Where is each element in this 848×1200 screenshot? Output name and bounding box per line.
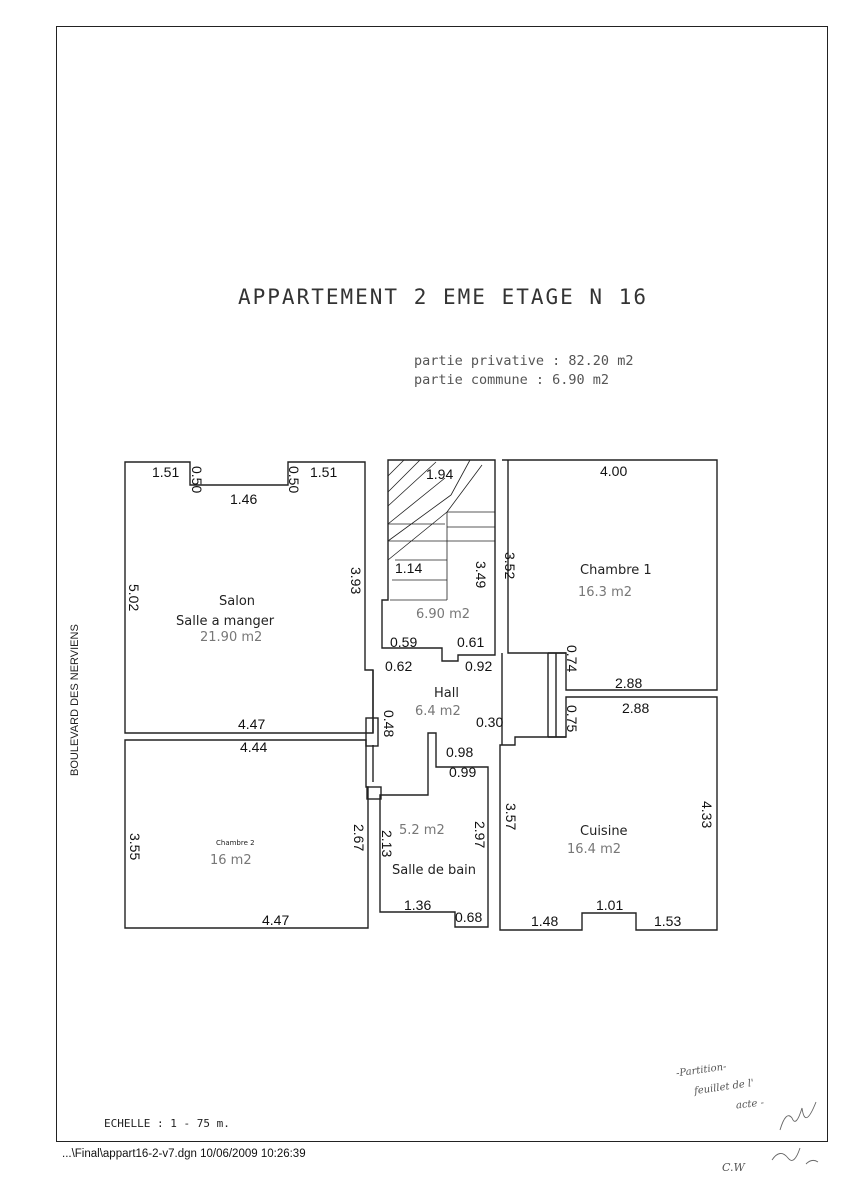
dim-cuisine-right: 4.33 xyxy=(699,801,715,828)
scale-text: ECHELLE : 1 - 75 m. xyxy=(104,1117,230,1130)
dim-stair-mid: 1.14 xyxy=(395,560,422,576)
salon-walls xyxy=(124,461,374,734)
label-cuisine: Cuisine xyxy=(580,824,628,839)
dim-cuisine-bottom-2: 1.01 xyxy=(596,897,623,913)
dim-salon-top-left: 1.51 xyxy=(152,464,179,480)
handwritten-signature xyxy=(771,1101,819,1165)
dim-salon-right: 3.93 xyxy=(348,567,364,594)
stair-treads xyxy=(387,459,495,601)
hall-walls xyxy=(372,652,566,782)
cuisine-walls xyxy=(499,696,718,931)
dim-cuisine-top: 2.88 xyxy=(622,700,649,716)
label-chambre1: Chambre 1 xyxy=(580,563,652,578)
dim-cuisine-bottom-3: 1.53 xyxy=(654,913,681,929)
dim-stair-right: 3.49 xyxy=(473,561,489,588)
chambre2-walls xyxy=(124,739,369,929)
dim-ch2-left: 3.55 xyxy=(127,833,143,860)
dim-cuisine-bottom-1: 1.48 xyxy=(531,913,558,929)
dim-sdb-bottom-right: 0.68 xyxy=(455,909,482,925)
label-salle-de-bain: Salle de bain xyxy=(392,863,476,878)
area-salon: 21.90 m2 xyxy=(200,630,262,645)
dim-sdb-bottom: 1.36 xyxy=(404,897,431,913)
private-area-text: partie privative : 82.20 m2 xyxy=(414,353,634,369)
label-chambre2: Chambre 2 xyxy=(216,839,255,847)
dim-stair-bottom-left: 0.59 xyxy=(390,634,417,650)
street-name: BOULEVARD DES NERVIENS xyxy=(69,624,81,776)
dim-sdb-left: 2.13 xyxy=(379,830,395,857)
common-area-text: partie commune : 6.90 m2 xyxy=(414,372,610,388)
dim-cuisine-left: 3.57 xyxy=(503,803,519,830)
dim-hall-030: 0.30 xyxy=(476,714,503,730)
area-stair: 6.90 m2 xyxy=(416,607,470,622)
dim-stair-bottom-right: 0.61 xyxy=(457,634,484,650)
sdb-walls xyxy=(379,732,489,928)
dim-salon-bottom: 4.47 xyxy=(238,716,265,732)
file-footer: ...\Final\appart16-2-v7.dgn 10/06/2009 1… xyxy=(62,1148,306,1160)
dim-hall-098: 0.98 xyxy=(446,744,473,760)
dim-ch2-right: 2.67 xyxy=(351,824,367,851)
dim-ch1-bottom: 2.88 xyxy=(615,675,642,691)
stair-walls xyxy=(381,459,496,662)
hall-pier xyxy=(365,717,379,747)
dim-salon-niche-left: 0.50 xyxy=(189,466,205,493)
area-hall: 6.4 m2 xyxy=(415,704,461,719)
dim-ch2-top: 4.44 xyxy=(240,739,267,755)
drawing-frame xyxy=(56,26,828,1142)
chambre1-walls xyxy=(502,459,718,691)
dim-sdb-top: 0.99 xyxy=(449,764,476,780)
label-salon: Salon xyxy=(219,594,255,609)
dim-hall-right: 0.92 xyxy=(465,658,492,674)
dim-salon-left: 5.02 xyxy=(126,584,142,611)
dim-sdb-right: 2.97 xyxy=(472,821,488,848)
dim-hall-left: 0.62 xyxy=(385,658,412,674)
dim-ch1-top: 4.00 xyxy=(600,463,627,479)
dim-salon-top-right: 1.51 xyxy=(310,464,337,480)
dim-cuisine-step: 0.75 xyxy=(564,705,580,732)
dim-salon-niche-width: 1.46 xyxy=(230,491,257,507)
dim-ch1-step: 0.74 xyxy=(564,645,580,672)
label-salle-a-manger: Salle a manger xyxy=(176,614,275,629)
area-cuisine: 16.4 m2 xyxy=(567,842,621,857)
area-chambre2: 16 m2 xyxy=(210,853,252,868)
sdb-pier xyxy=(366,786,382,800)
area-sdb: 5.2 m2 xyxy=(399,823,445,838)
handwritten-initials: C.W xyxy=(722,1161,745,1174)
dim-ch2-bottom: 4.47 xyxy=(262,912,289,928)
dim-salon-niche-right: 0.50 xyxy=(286,466,302,493)
dim-hall-pier: 0.48 xyxy=(381,710,397,737)
label-hall: Hall xyxy=(434,686,459,701)
area-chambre1: 16.3 m2 xyxy=(578,585,632,600)
dim-ch1-left: 3.52 xyxy=(502,552,518,579)
dim-stair-top: 1.94 xyxy=(426,466,453,482)
plan-title: APPARTEMENT 2 EME ETAGE N 16 xyxy=(238,285,649,309)
